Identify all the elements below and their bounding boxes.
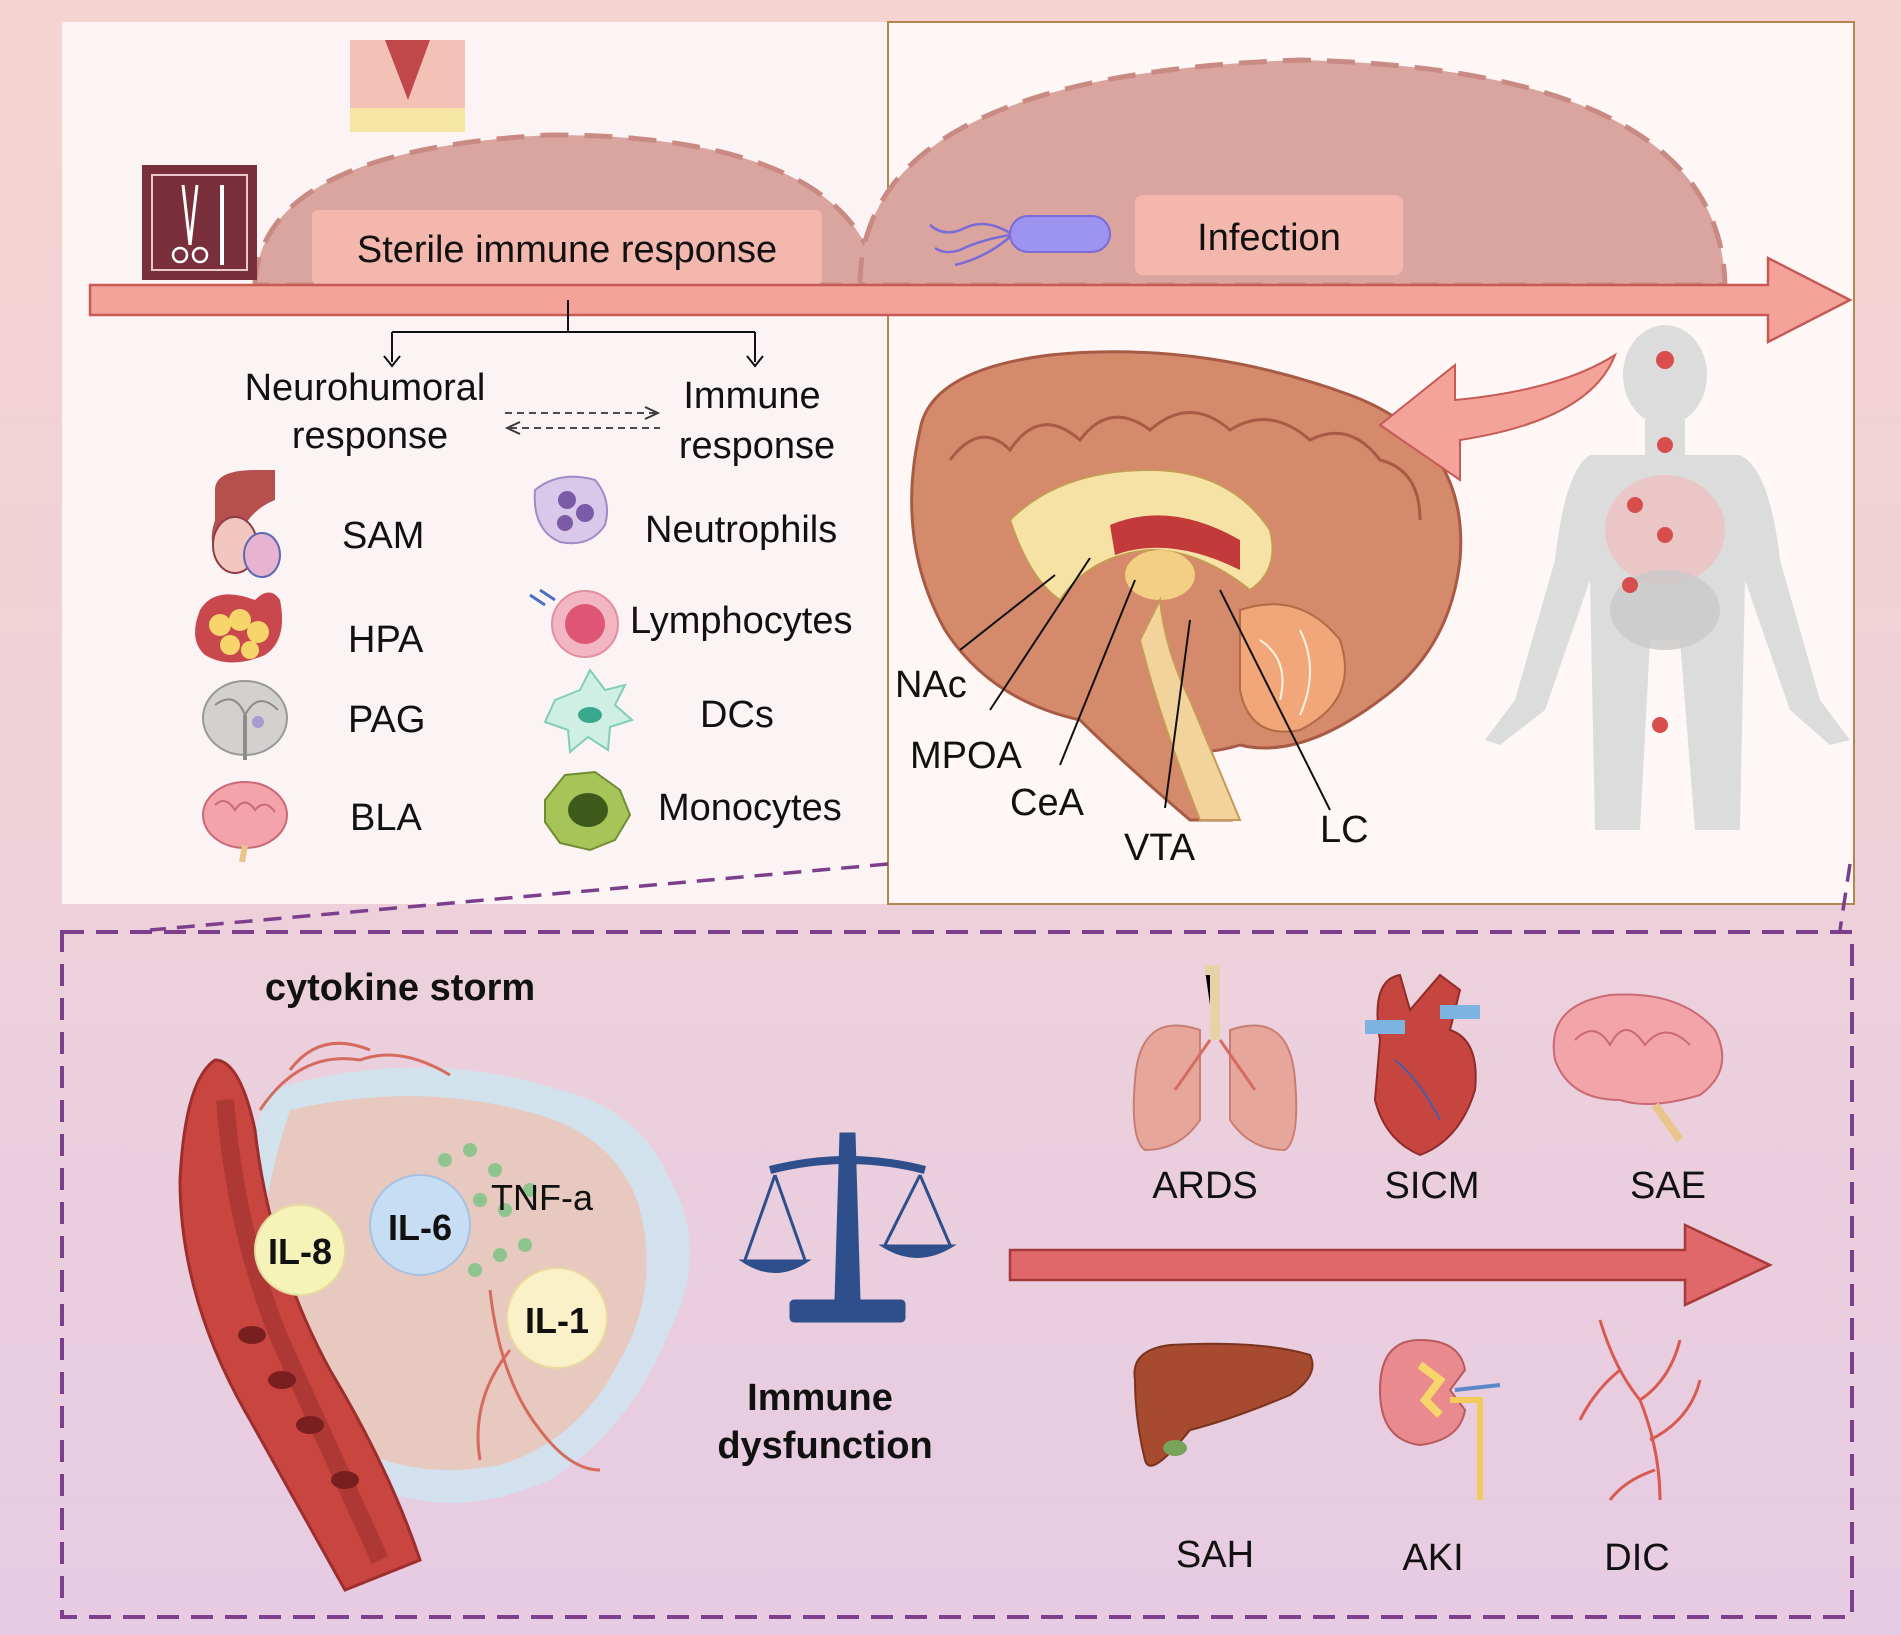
brain-organ-icon <box>1552 993 1724 1143</box>
brain-region-label: MPOA <box>910 735 1023 777</box>
storm-title: cytokine storm <box>265 967 535 1009</box>
skin-wound-icon <box>350 40 465 132</box>
organ-label: SAH <box>1176 1534 1254 1576</box>
branch-neuro-line1: Neurohumoral <box>245 367 486 409</box>
brain-region-pointers <box>959 557 1331 811</box>
outcome-arrow <box>1008 1223 1773 1307</box>
blood-vessels-icon <box>1578 1319 1702 1501</box>
human-body-icon <box>1485 325 1850 830</box>
lungs-icon <box>1132 965 1298 1152</box>
bottom-frame <box>60 930 1854 1619</box>
cytokine-label: IL-1 <box>525 1300 589 1341</box>
sterile-label-box <box>312 210 822 285</box>
branch-immune-line1: Immune <box>683 375 820 417</box>
heart-icon <box>1365 973 1480 1157</box>
brain-section-icon <box>202 680 288 760</box>
branch-neuro-line2: response <box>292 415 448 457</box>
infection-label-box <box>1135 195 1403 275</box>
zoom-connector-left <box>149 862 889 932</box>
brain-icon <box>202 781 288 863</box>
timeline-arrow <box>88 255 1853 345</box>
cytokine-bubble <box>254 1204 346 1296</box>
immune-item-label: Monocytes <box>658 787 842 829</box>
neutrophil-icon <box>533 475 608 545</box>
cytokine-storm-illustration <box>178 1041 691 1592</box>
phase-sterile-label: Sterile immune response <box>357 229 777 271</box>
neuro-item-label: HPA <box>348 619 424 661</box>
neuro-item-label: PAG <box>348 699 425 741</box>
cytokine-bubble <box>369 1174 471 1276</box>
liver-icon <box>1133 1342 1314 1467</box>
bidirectional-arrows <box>504 406 661 435</box>
brain-sagittal-icon <box>910 350 1463 822</box>
phase-infection-label: Infection <box>1197 217 1341 259</box>
monocyte-icon <box>544 770 632 852</box>
immune-item-label: Lymphocytes <box>630 600 852 642</box>
balance-scale-icon <box>738 1132 957 1323</box>
adipose-tissue-icon <box>195 592 283 663</box>
brain-region-label: CeA <box>1010 782 1085 824</box>
kidney-icon <box>1378 1338 1501 1500</box>
branch-connector <box>383 300 764 368</box>
brain-region-label: LC <box>1320 809 1369 851</box>
curved-arrow <box>1378 352 1618 482</box>
cytokine-label: IL-6 <box>388 1207 452 1248</box>
cytokine-label: TNF-a <box>491 1177 594 1218</box>
neuro-item-label: BLA <box>350 797 422 839</box>
branch-immune-line2: response <box>679 425 835 467</box>
dendritic-cell-icon <box>543 668 634 754</box>
organ-label: ARDS <box>1152 1165 1258 1207</box>
zoom-connector-right <box>1838 863 1852 931</box>
neuro-item-label: SAM <box>342 515 424 557</box>
lymphocyte-icon <box>529 588 619 658</box>
adrenal-gland-icon <box>211 470 281 578</box>
bacterium-icon <box>929 215 1111 267</box>
dysfunction-line2: dysfunction <box>717 1425 932 1467</box>
organ-label: SAE <box>1630 1165 1706 1207</box>
immune-item-label: DCs <box>700 694 774 736</box>
cytokine-bubble <box>506 1267 608 1369</box>
dysfunction-line1: Immune <box>747 1377 893 1419</box>
organ-label: SICM <box>1385 1165 1480 1207</box>
organ-label: DIC <box>1604 1537 1669 1579</box>
brain-region-label: VTA <box>1124 827 1196 869</box>
surgical-tools-icon <box>142 165 257 280</box>
organ-label: AKI <box>1402 1537 1463 1579</box>
cytokine-label: IL-8 <box>268 1231 332 1272</box>
immune-item-label: Neutrophils <box>645 509 837 551</box>
brain-region-label: NAc <box>895 664 967 706</box>
